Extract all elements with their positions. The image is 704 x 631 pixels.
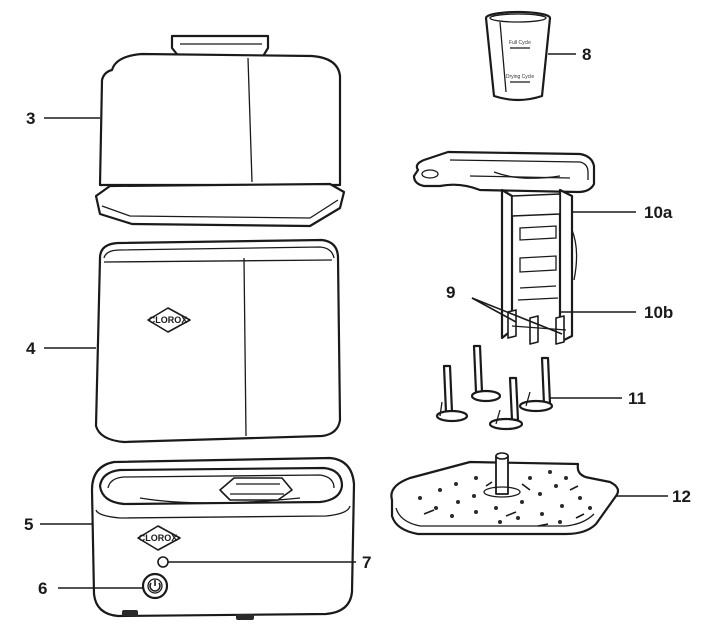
- callout-11: 11: [628, 389, 646, 408]
- callout-8: 8: [582, 45, 591, 64]
- leader-lines: [40, 53, 668, 589]
- base-part: CLOROX: [90, 456, 356, 620]
- bottle-rack-part: [412, 150, 596, 345]
- measuring-cup-part: Full Cycle Drying Cycle: [484, 10, 552, 102]
- indicator-light-icon: [157, 556, 169, 568]
- callout-10a: 10a: [644, 203, 673, 222]
- callout-12: 12: [672, 487, 691, 506]
- callout-3: 3: [26, 109, 35, 128]
- bottle-prongs-part: [435, 344, 554, 431]
- callout-4: 4: [26, 339, 36, 358]
- clorox-logo-base: CLOROX: [137, 525, 181, 551]
- cup-marking-full-cycle: Full Cycle: [509, 40, 531, 46]
- clorox-logo-text: CLOROX: [149, 315, 188, 325]
- lid-part: [94, 34, 346, 228]
- callout-5: 5: [24, 515, 33, 534]
- clorox-logo-middle: CLOROX: [147, 307, 191, 333]
- cup-marking-drying-cycle: Drying Cycle: [506, 74, 535, 80]
- callout-9: 9: [446, 283, 455, 302]
- callout-7: 7: [362, 553, 371, 572]
- callout-6: 6: [38, 579, 47, 598]
- base-plate-part: [390, 452, 620, 536]
- clorox-logo-text: CLOROX: [139, 533, 178, 543]
- base-plate-holes: [418, 470, 592, 527]
- callout-10b: 10b: [644, 303, 673, 322]
- power-button-icon: [141, 572, 169, 600]
- middle-shell-part: CLOROX: [94, 238, 342, 444]
